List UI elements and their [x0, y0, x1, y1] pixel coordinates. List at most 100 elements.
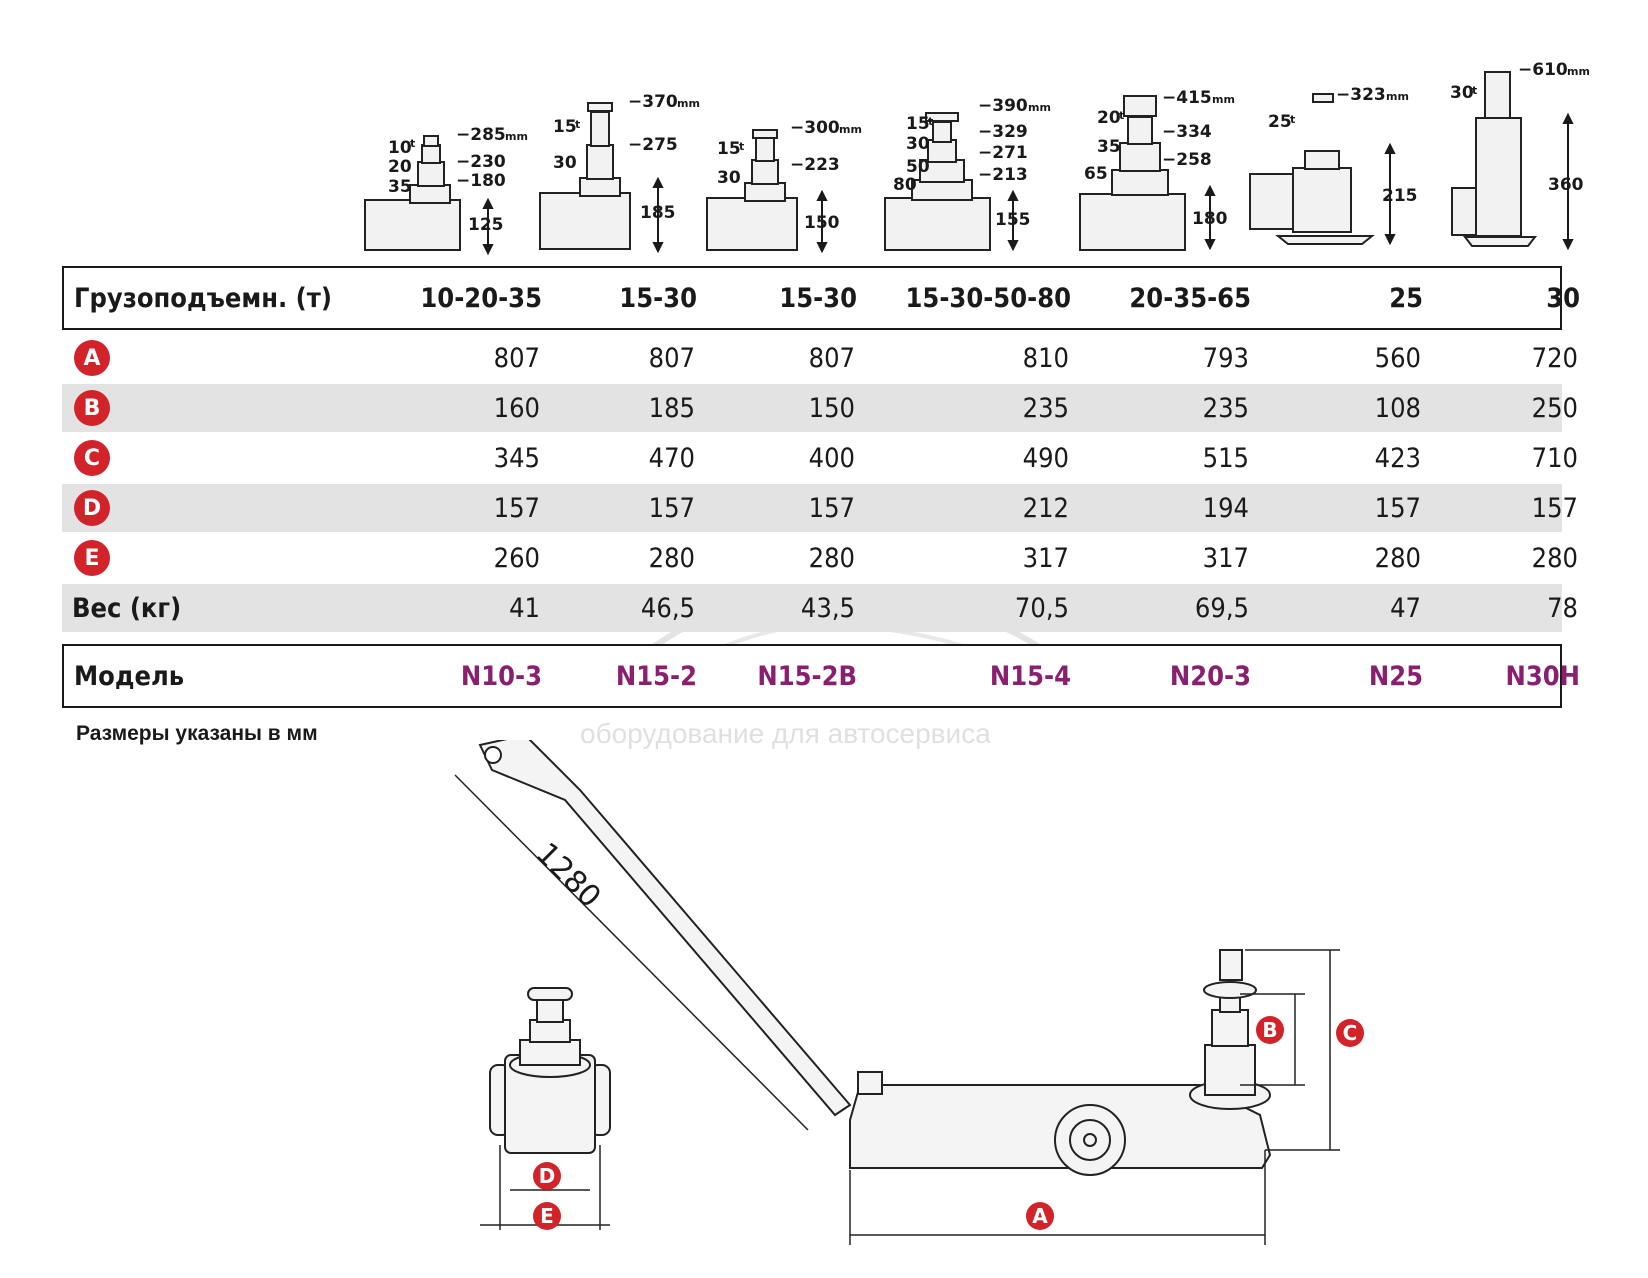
badge-b: B [74, 390, 110, 426]
table-cell: 280 [808, 542, 855, 574]
dimensions-footnote: Размеры указаны в мм [76, 722, 318, 745]
jack-icon-4 [884, 112, 991, 251]
table-cell: 490 [1022, 442, 1069, 474]
table-cell: 157 [648, 492, 695, 524]
jack-icon-3 [706, 129, 798, 251]
svg-text:−258: −258 [1162, 150, 1212, 170]
svg-text:t: t [1290, 113, 1295, 126]
table-row-e: E 260 280 280 317 317 280 280 [62, 534, 1578, 582]
table-cell: 46,5 [640, 592, 695, 624]
table-cell: 70,5 [1014, 592, 1069, 624]
table-cell: 157 [493, 492, 540, 524]
watermark-subtitle: оборудование для автосервиса [580, 718, 991, 749]
table-cell: 157 [1531, 492, 1578, 524]
svg-text:mm: mm [1567, 65, 1590, 78]
handle-length-label: 1280 [529, 836, 608, 915]
model-label: Модель [74, 660, 185, 692]
table-cell: 235 [1022, 392, 1069, 424]
table-cell: 108 [1374, 392, 1421, 424]
table-cell: 560 [1374, 342, 1421, 374]
table-cell: 157 [808, 492, 855, 524]
jack-1-cap-3: 35 [388, 177, 412, 197]
table-cell: 720 [1531, 342, 1578, 374]
svg-text:t: t [1119, 109, 1124, 122]
table-cell: 69,5 [1194, 592, 1249, 624]
table-cell: 41 [509, 592, 540, 624]
svg-text:mm: mm [1028, 101, 1051, 114]
table-cell: 160 [493, 392, 540, 424]
jack-icon-5 [1079, 95, 1186, 251]
svg-text:t: t [575, 118, 580, 131]
svg-text:−610: −610 [1518, 60, 1568, 80]
jack-handle [478, 740, 852, 1117]
model-row: Модель N10-3 N15-2 N15-2B N15-4 N20-3 N2… [62, 644, 1580, 708]
svg-text:−329: −329 [978, 122, 1028, 142]
svg-text:360: 360 [1548, 175, 1584, 195]
table-cell: 423 [1374, 442, 1421, 474]
table-cell: 280 [648, 542, 695, 574]
svg-text:50: 50 [906, 157, 930, 177]
table-cell: 345 [493, 442, 540, 474]
table-cell: 43,5 [800, 592, 855, 624]
svg-text:−271: −271 [978, 143, 1028, 163]
model-cell: N25 [1368, 660, 1423, 692]
capacity-cell: 30 [1546, 282, 1580, 314]
svg-text:30: 30 [1450, 83, 1474, 103]
badge-c: C [74, 440, 110, 476]
table-cell: 250 [1531, 392, 1578, 424]
table-cell: 400 [808, 442, 855, 474]
drawing-label-a: A [1032, 1204, 1048, 1228]
svg-text:15: 15 [717, 139, 741, 159]
table-cell: 185 [648, 392, 695, 424]
svg-text:t: t [739, 140, 744, 153]
table-row-c: C 345 470 400 490 515 423 710 [62, 434, 1578, 482]
table-cell: 317 [1202, 542, 1249, 574]
svg-text:t: t [410, 137, 415, 150]
table-cell: 807 [808, 342, 855, 374]
svg-text:mm: mm [1212, 93, 1235, 106]
svg-text:t: t [1472, 84, 1477, 97]
table-cell: 317 [1022, 542, 1069, 574]
capacity-cell: 15-30-50-80 [905, 282, 1071, 314]
model-cell: N15-4 [989, 660, 1071, 692]
jack-icon-1 [364, 135, 461, 251]
jack-technical-drawing: 1280 A B C D E [454, 740, 1364, 1245]
svg-text:−323: −323 [1336, 85, 1386, 105]
model-cell: N20-3 [1169, 660, 1251, 692]
svg-text:−334: −334 [1162, 122, 1212, 142]
table-cell: 280 [1374, 542, 1421, 574]
table-cell: 470 [648, 442, 695, 474]
svg-text:30: 30 [553, 153, 577, 173]
svg-text:215: 215 [1382, 186, 1418, 206]
weight-label: Вес (кг) [72, 592, 182, 624]
jack-1-cap-2: 20 [388, 157, 412, 177]
capacity-cell: 10-20-35 [420, 282, 542, 314]
table-cell: 807 [493, 342, 540, 374]
svg-text:−223: −223 [790, 155, 840, 175]
capacity-cell: 15-30 [779, 282, 857, 314]
svg-text:−213: −213 [978, 165, 1028, 185]
table-cell: 235 [1202, 392, 1249, 424]
table-cell: 212 [1022, 492, 1069, 524]
jack-1-cap-1: 10 [388, 138, 412, 158]
svg-text:−390: −390 [978, 96, 1028, 116]
capacity-row: Грузоподъемн. (т) 10-20-35 15-30 15-30 1… [62, 266, 1580, 330]
table-cell: 710 [1531, 442, 1578, 474]
table-cell: 515 [1202, 442, 1249, 474]
capacity-cell: 25 [1389, 282, 1423, 314]
table-cell: 260 [493, 542, 540, 574]
table-row-b: B 160 185 150 235 235 108 250 [62, 384, 1578, 432]
jack-icon-2 [539, 102, 631, 250]
svg-text:25: 25 [1268, 112, 1292, 132]
capacity-cell: 20-35-65 [1129, 282, 1251, 314]
svg-text:mm: mm [677, 97, 700, 110]
svg-text:65: 65 [1084, 164, 1108, 184]
table-cell: 793 [1202, 342, 1249, 374]
drawing-label-e: E [540, 1204, 554, 1228]
svg-text:15: 15 [553, 117, 577, 137]
svg-text:−275: −275 [628, 135, 678, 155]
weight-row: Вес (кг) 41 46,5 43,5 70,5 69,5 47 78 [62, 584, 1578, 632]
svg-text:80: 80 [893, 175, 917, 195]
model-cell: N15-2 [615, 660, 697, 692]
